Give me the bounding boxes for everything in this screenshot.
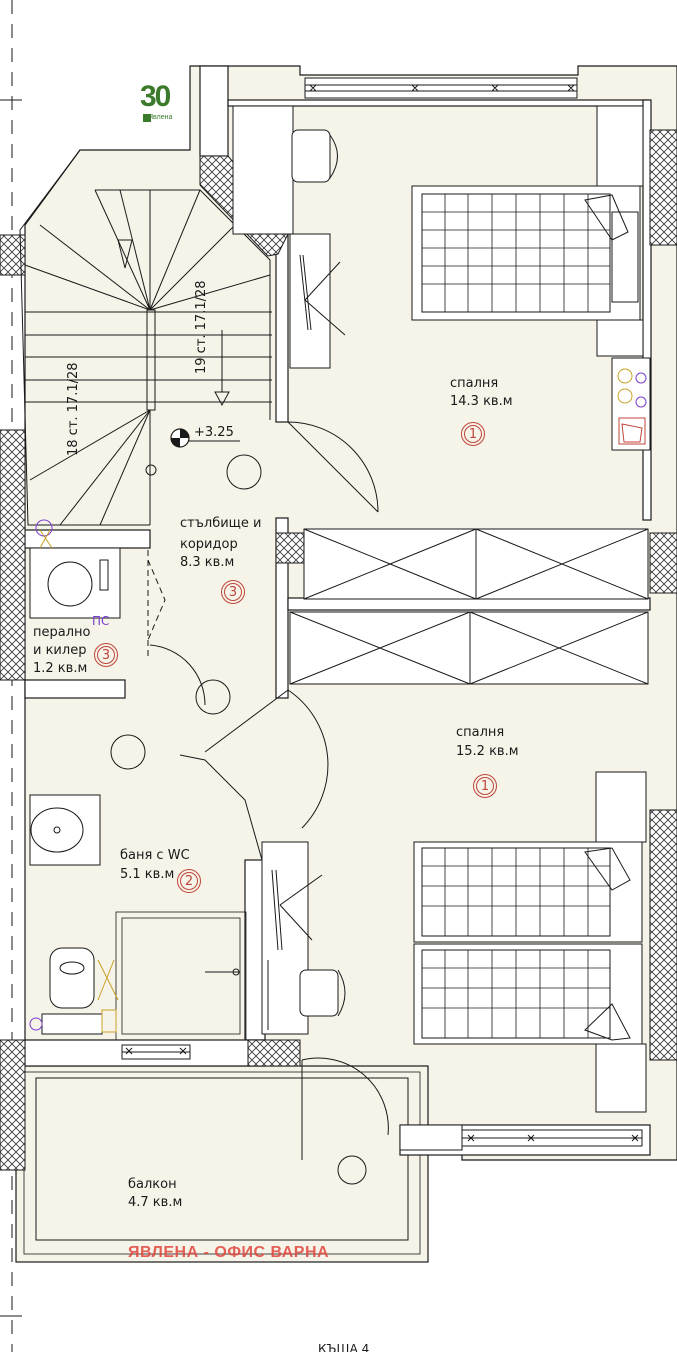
elevation-label: +3.25 — [194, 425, 234, 440]
room-number-hall: 3 — [221, 580, 245, 604]
staircase — [19, 149, 272, 526]
logo-digits: 30 — [140, 80, 171, 113]
room-number-laundry: 3 — [94, 643, 118, 667]
room-number-bedroom-top: 1 — [461, 422, 485, 446]
room-area-bedroom-bottom: 15.2 кв.м — [456, 744, 519, 759]
room-number-bedroom-bottom: 1 — [473, 774, 497, 798]
house-label: КЪЩА 4 — [318, 1342, 370, 1352]
logo-leaf — [143, 114, 151, 122]
room-name-bathroom: баня с WC — [120, 848, 190, 863]
company-logo: 30 Явлена — [140, 82, 196, 130]
room-name-hall-line2: коридор — [180, 537, 238, 552]
elevation-marker — [170, 428, 240, 448]
top-window — [304, 77, 578, 99]
stair-label-right: 19 ст. 17.1/28 — [194, 280, 209, 374]
logo-subtitle: Явлена — [148, 114, 173, 121]
stair-label-left: 18 ст. 17.1/28 — [66, 362, 81, 456]
watermark: ЯВЛЕНА - ОФИС ВАРНА — [128, 1244, 330, 1261]
room-area-bedroom-top: 14.3 кв.м — [450, 394, 513, 409]
room-name-laundry-line1: перално — [33, 625, 91, 640]
room-name-bedroom-top: спалня — [450, 376, 499, 391]
room-name-balcony: балкон — [128, 1177, 177, 1192]
laundry-tag: ПС — [92, 614, 110, 628]
room-area-hall: 8.3 кв.м — [180, 555, 235, 570]
room-area-balcony: 4.7 кв.м — [128, 1195, 183, 1210]
bedroom-top-furniture — [232, 105, 651, 600]
room-number-bathroom: 2 — [177, 869, 201, 893]
doors — [110, 421, 389, 1185]
room-name-hall-line1: стълбище и — [180, 516, 262, 531]
room-area-bathroom: 5.1 кв.м — [120, 867, 175, 882]
bathroom-fixtures — [29, 519, 247, 1060]
room-name-laundry-line2: и килер — [33, 643, 87, 658]
room-area-laundry: 1.2 кв.м — [33, 661, 88, 676]
room-name-bedroom-bottom: спалня — [456, 725, 505, 740]
bedroom-bottom-furniture — [261, 611, 649, 1151]
